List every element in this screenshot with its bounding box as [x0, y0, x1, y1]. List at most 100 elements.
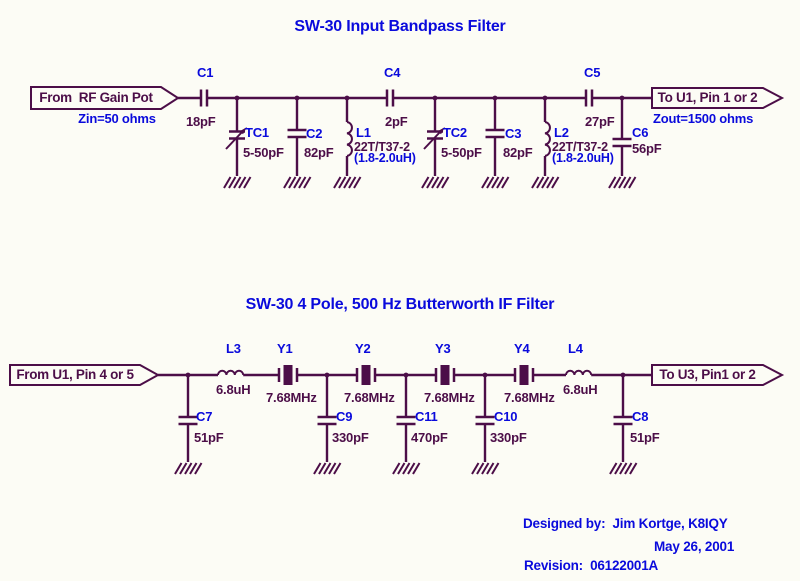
c5-value: 27pF	[585, 114, 615, 129]
ground-symbol	[174, 462, 203, 475]
y1-value: 7.68MHz	[266, 390, 317, 405]
tc1-value: 5-50pF	[243, 145, 284, 160]
bottom-output-tag-label: To U3, Pin1 or 2	[659, 367, 756, 382]
c7-capacitor-symbol	[177, 415, 199, 426]
c11-ref: C11	[415, 409, 438, 424]
c1-series-capacitor-symbol	[199, 88, 209, 108]
y3-value: 7.68MHz	[424, 390, 475, 405]
c6-capacitor-symbol	[611, 137, 633, 148]
c2-capacitor-symbol	[286, 128, 308, 139]
ground-symbol	[471, 462, 500, 475]
tc2-ref: TC2	[443, 125, 467, 140]
junction-dot	[403, 372, 409, 378]
bottom-input-tag-label: From U1, Pin 4 or 5	[16, 367, 134, 382]
c10-capacitor-symbol	[474, 415, 496, 426]
zin-note: Zin=50 ohms	[78, 111, 156, 126]
ground-symbol	[283, 176, 312, 189]
ground-symbol	[421, 176, 450, 189]
tc2-value: 5-50pF	[441, 145, 482, 160]
c4-series-capacitor-symbol	[385, 88, 395, 108]
tc1-ref: TC1	[245, 125, 269, 140]
c7-ref: C7	[196, 409, 213, 424]
l1-inductor-symbol	[346, 121, 353, 157]
ground-symbol	[481, 176, 510, 189]
l1-value: 22T/T37-2	[354, 140, 410, 154]
ground-symbol	[392, 462, 421, 475]
top-branch-wires	[235, 98, 624, 176]
c9-value: 330pF	[332, 430, 369, 445]
top-output-tag-label: To U1, Pin 1 or 2	[657, 90, 758, 105]
junction-dot	[234, 95, 240, 101]
y1-ref: Y1	[277, 341, 293, 356]
top-input-tag-shape	[30, 86, 180, 110]
l1-ref: L1	[356, 125, 371, 140]
ground-symbol	[313, 462, 342, 475]
credit-designed-by: Designed by: Jim Kortge, K8IQY	[523, 516, 728, 531]
l3-inductor-symbol	[217, 369, 245, 376]
bottom-branch-wires	[186, 375, 625, 462]
junction-dot	[542, 95, 548, 101]
junction-dot	[324, 372, 330, 378]
l4-value: 6.8uH	[563, 382, 598, 397]
c9-capacitor-symbol	[316, 415, 338, 426]
c1-ref: C1	[197, 65, 214, 80]
l2-note: (1.8-2.0uH)	[552, 151, 614, 165]
ground-symbol	[608, 176, 637, 189]
c3-value: 82pF	[503, 145, 533, 160]
c10-ref: C10	[494, 409, 518, 424]
y3-ref: Y3	[435, 341, 451, 356]
credit-revision: Revision: 06122001A	[524, 558, 659, 573]
ground-symbol	[223, 176, 252, 189]
zout-note: Zout=1500 ohms	[653, 111, 754, 126]
y2-value: 7.68MHz	[344, 390, 395, 405]
c8-value: 51pF	[630, 430, 660, 445]
top-title: SW-30 Input Bandpass Filter	[294, 18, 506, 35]
c11-capacitor-symbol	[395, 415, 417, 426]
c11-value: 470pF	[411, 430, 448, 445]
y2-crystal-symbol	[355, 363, 377, 387]
c6-value: 56pF	[632, 141, 662, 156]
c7-value: 51pF	[194, 430, 224, 445]
l2-inductor-symbol	[544, 121, 551, 157]
junction-dot	[620, 372, 626, 378]
l3-value: 6.8uH	[216, 382, 251, 397]
y4-ref: Y4	[514, 341, 530, 356]
credit-date: May 26, 2001	[654, 539, 735, 554]
ground-symbol	[333, 176, 362, 189]
l2-ref: L2	[554, 125, 569, 140]
c8-capacitor-symbol	[612, 415, 634, 426]
c2-value: 82pF	[304, 145, 334, 160]
top-output-tag-shape	[651, 87, 785, 109]
c8-ref: C8	[632, 409, 649, 424]
c4-ref: C4	[384, 65, 401, 80]
junction-dot	[482, 372, 488, 378]
bottom-input-tag-shape	[9, 364, 161, 386]
y4-crystal-symbol	[513, 363, 535, 387]
bottom-title: SW-30 4 Pole, 500 Hz Butterworth IF Filt…	[245, 296, 555, 313]
l2-value: 22T/T37-2	[552, 140, 608, 154]
c4-value: 2pF	[385, 114, 408, 129]
c3-ref: C3	[505, 126, 522, 141]
junction-dot	[619, 95, 625, 101]
junction-dot	[432, 95, 438, 101]
l3-ref: L3	[226, 341, 241, 356]
ground-symbol	[531, 176, 560, 189]
c3-capacitor-symbol	[484, 128, 506, 139]
ground-symbol	[609, 462, 638, 475]
bottom-output-tag-shape	[651, 364, 785, 386]
l1-note: (1.8-2.0uH)	[354, 151, 416, 165]
c6-ref: C6	[632, 125, 649, 140]
junction-dot	[294, 95, 300, 101]
c5-ref: C5	[584, 65, 601, 80]
y2-ref: Y2	[355, 341, 371, 356]
top-input-tag-label: From RF Gain Pot	[39, 90, 153, 105]
y4-value: 7.68MHz	[504, 390, 555, 405]
c9-ref: C9	[336, 409, 353, 424]
junction-dot	[344, 95, 350, 101]
c2-ref: C2	[306, 126, 323, 141]
l4-inductor-symbol	[565, 369, 593, 376]
c5-series-capacitor-symbol	[584, 88, 594, 108]
y1-crystal-symbol	[277, 363, 299, 387]
